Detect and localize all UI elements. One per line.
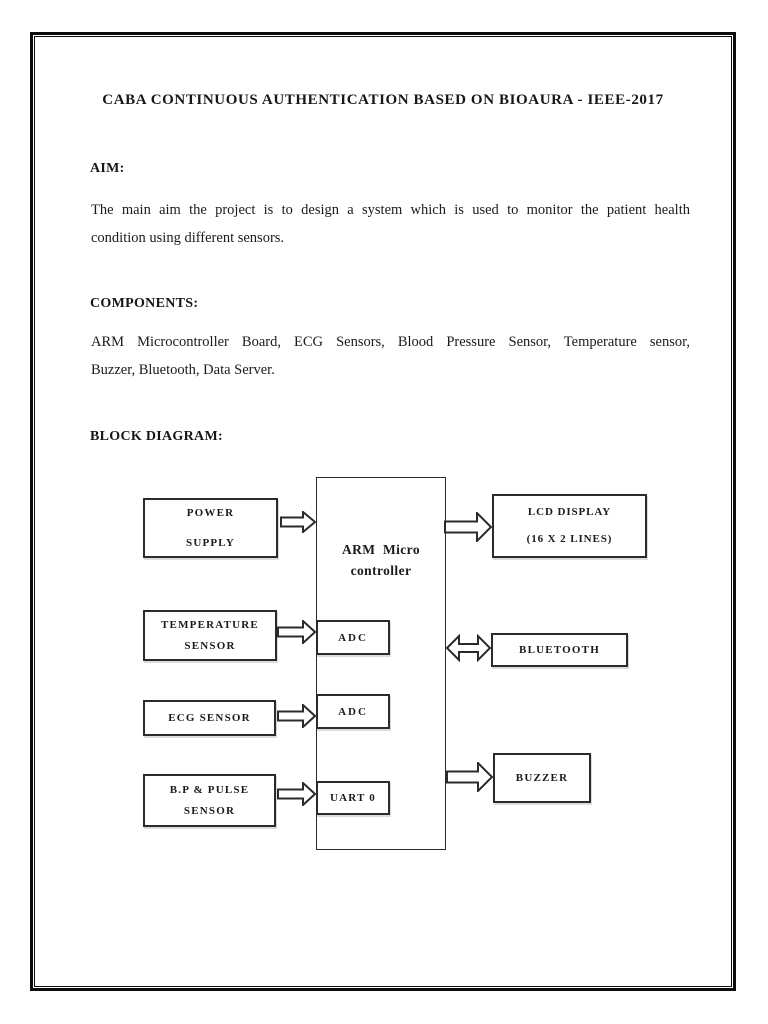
arm-label-line2: controller — [350, 563, 412, 578]
block-diagram-heading: BLOCK DIAGRAM: — [90, 429, 223, 444]
aim-heading: AIM: — [90, 161, 125, 176]
components-paragraph-line2: Buzzer, Bluetooth, Data Server. — [91, 361, 275, 378]
uart0-block: UART 0 — [316, 781, 390, 815]
arrow-arm-to-lcd-icon — [444, 512, 492, 542]
arrow-arm-bluetooth-bidirectional-icon — [446, 634, 491, 662]
power-supply-label-line1: POWER — [186, 507, 235, 519]
page-border-frame — [30, 32, 736, 991]
components-paragraph-line1: ARM Microcontroller Board, ECG Sensors, … — [91, 334, 690, 350]
aim-paragraph-line2: condition using different sensors. — [91, 229, 285, 246]
arrow-arm-to-buzzer-icon — [446, 762, 493, 792]
adc-top-block: ADC — [316, 620, 390, 655]
buzzer-label: BUZZER — [515, 772, 569, 784]
uart0-label: UART 0 — [329, 792, 377, 804]
temperature-label-line2: SENSOR — [184, 639, 236, 652]
ecg-sensor-block: ECG SENSOR — [143, 700, 276, 736]
bluetooth-label: BLUETOOTH — [519, 644, 600, 656]
bluetooth-block: BLUETOOTH — [491, 633, 628, 667]
adc-bottom-block: ADC — [316, 694, 390, 729]
components-paragraph: ARM Microcontroller Board, ECG Sensors, … — [91, 329, 690, 384]
components-heading: COMPONENTS: — [90, 296, 199, 311]
aim-paragraph-line1: The main aim the project is to design a … — [91, 202, 690, 218]
arrow-ecg-to-adc-icon — [277, 704, 316, 728]
bp-pulse-label-line2: SENSOR — [183, 804, 236, 817]
lcd-label-line2: (16 X 2 LINES) — [526, 533, 613, 545]
arrow-temperature-to-adc-icon — [277, 620, 316, 644]
arm-label-line1: ARM Micro — [342, 542, 420, 557]
buzzer-block: BUZZER — [493, 753, 591, 803]
temperature-sensor-block: TEMPERATURE SENSOR — [143, 610, 277, 661]
adc-bottom-label: ADC — [338, 705, 368, 718]
ecg-sensor-label: ECG SENSOR — [168, 712, 251, 724]
page-border-frame-inner — [34, 36, 732, 987]
bp-pulse-label-line1: B.P & PULSE — [169, 783, 250, 796]
power-supply-block: POWER SUPPLY — [143, 498, 278, 558]
lcd-display-block: LCD DISPLAY (16 X 2 LINES) — [492, 494, 647, 558]
aim-paragraph: The main aim the project is to design a … — [91, 197, 690, 252]
adc-top-label: ADC — [338, 631, 368, 644]
arrow-power-to-arm-icon — [280, 511, 316, 533]
temperature-label-line1: TEMPERATURE — [161, 618, 259, 631]
document-title: CABA CONTINUOUS AUTHENTICATION BASED ON … — [102, 92, 664, 108]
lcd-label-line1: LCD DISPLAY — [527, 506, 612, 518]
bp-pulse-sensor-block: B.P & PULSE SENSOR — [143, 774, 276, 827]
power-supply-label-line2: SUPPLY — [186, 537, 235, 549]
arrow-bp-to-uart-icon — [277, 782, 316, 806]
